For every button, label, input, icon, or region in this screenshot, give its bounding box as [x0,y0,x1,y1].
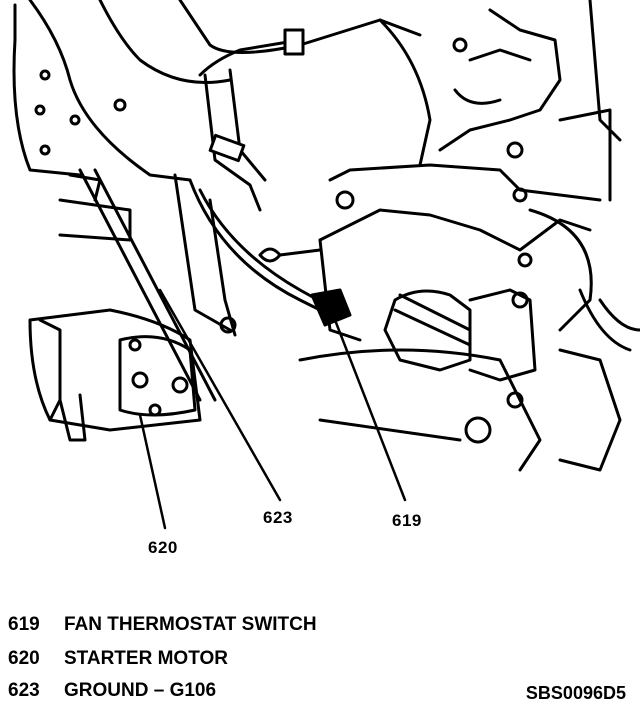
callout-623: 623 [263,508,293,527]
legend-label: GROUND – G106 [64,680,217,701]
legend-number: 623 [8,680,40,701]
leader-623 [158,288,282,502]
legend-label: STARTER MOTOR [64,648,228,669]
ground-straps [58,168,237,402]
document-id: SBS0096D5 [525,683,626,703]
wiring-harness [378,0,622,202]
leader-lines [138,288,407,530]
leader-620 [138,413,167,530]
legend-number: 620 [8,648,40,669]
leader-619 [333,318,407,502]
legend-item: 619 FAN THERMOSTAT SWITCH [8,614,317,636]
engine-block [258,163,640,472]
legend-label: FAN THERMOSTAT SWITCH [64,614,317,635]
legend-item: 623 GROUND – G106 [8,680,216,702]
legend-item: 620 STARTER MOTOR [8,648,228,670]
legend-number: 619 [8,614,40,635]
starter-motor [28,308,202,442]
fan-switch-wiring [188,178,352,327]
callout-620: 620 [148,538,178,557]
upper-hose [178,0,422,212]
callout-619: 619 [392,511,422,530]
starter-clamp [383,288,537,382]
bell-housing [12,0,232,182]
